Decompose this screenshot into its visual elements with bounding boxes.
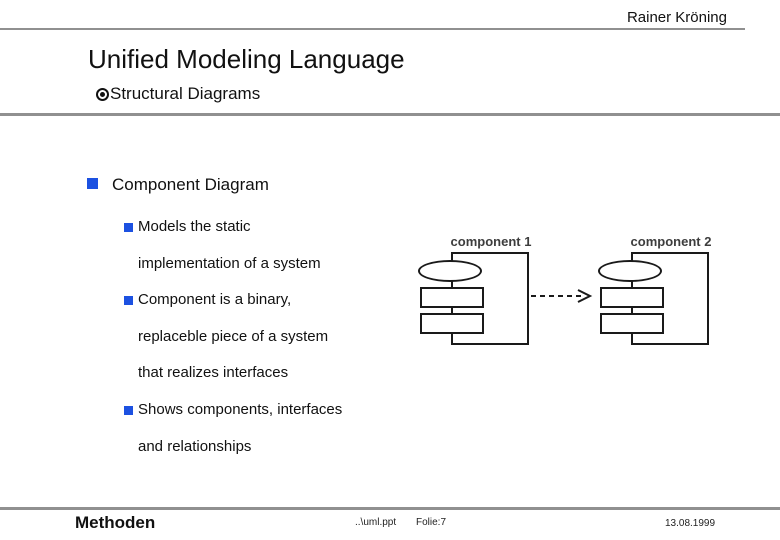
slide-subtitle: Structural Diagrams (96, 84, 260, 104)
square-bullet-icon (124, 223, 133, 232)
interface-ellipse (598, 260, 662, 282)
bullet-text: Models the static implementation of a sy… (138, 218, 321, 272)
square-bullet-icon (124, 296, 133, 305)
interface-rect (420, 313, 484, 334)
list-item: Component is a binary, replaceble piece … (124, 282, 374, 392)
footer-date: 13.08.1999 (665, 518, 716, 529)
author-name: Rainer Kröning (626, 9, 727, 26)
list-item: Shows components, interfaces and relatio… (124, 392, 374, 465)
component-label: component 2 (630, 234, 712, 249)
footer-divider (0, 507, 780, 510)
dependency-arrow-icon (531, 289, 593, 303)
interface-rect (600, 313, 664, 334)
bullet-heading: Component Diagram (87, 175, 269, 195)
footer-section-title: Methoden (75, 513, 156, 532)
bullet-text: Component is a binary, replaceble piece … (138, 291, 329, 381)
footer-file-path: ..\uml.ppt (355, 517, 397, 528)
interface-rect (600, 287, 664, 308)
square-bullet-icon (87, 178, 98, 189)
circle-dot-icon (96, 87, 109, 101)
list-item: Models the static implementation of a sy… (124, 209, 374, 282)
interface-ellipse (418, 260, 482, 282)
slide-title: Unified Modeling Language (88, 44, 405, 74)
square-bullet-icon (124, 406, 133, 415)
header-divider (0, 28, 745, 30)
heading-label: Component Diagram (112, 175, 269, 194)
bullet-text: Shows components, interfaces and relatio… (138, 401, 343, 455)
footer-page-number: Folie:7 (416, 517, 447, 528)
title-divider (0, 113, 780, 116)
interface-rect (420, 287, 484, 308)
component-label: component 1 (450, 234, 532, 249)
subtitle-label: Structural Diagrams (110, 84, 261, 103)
